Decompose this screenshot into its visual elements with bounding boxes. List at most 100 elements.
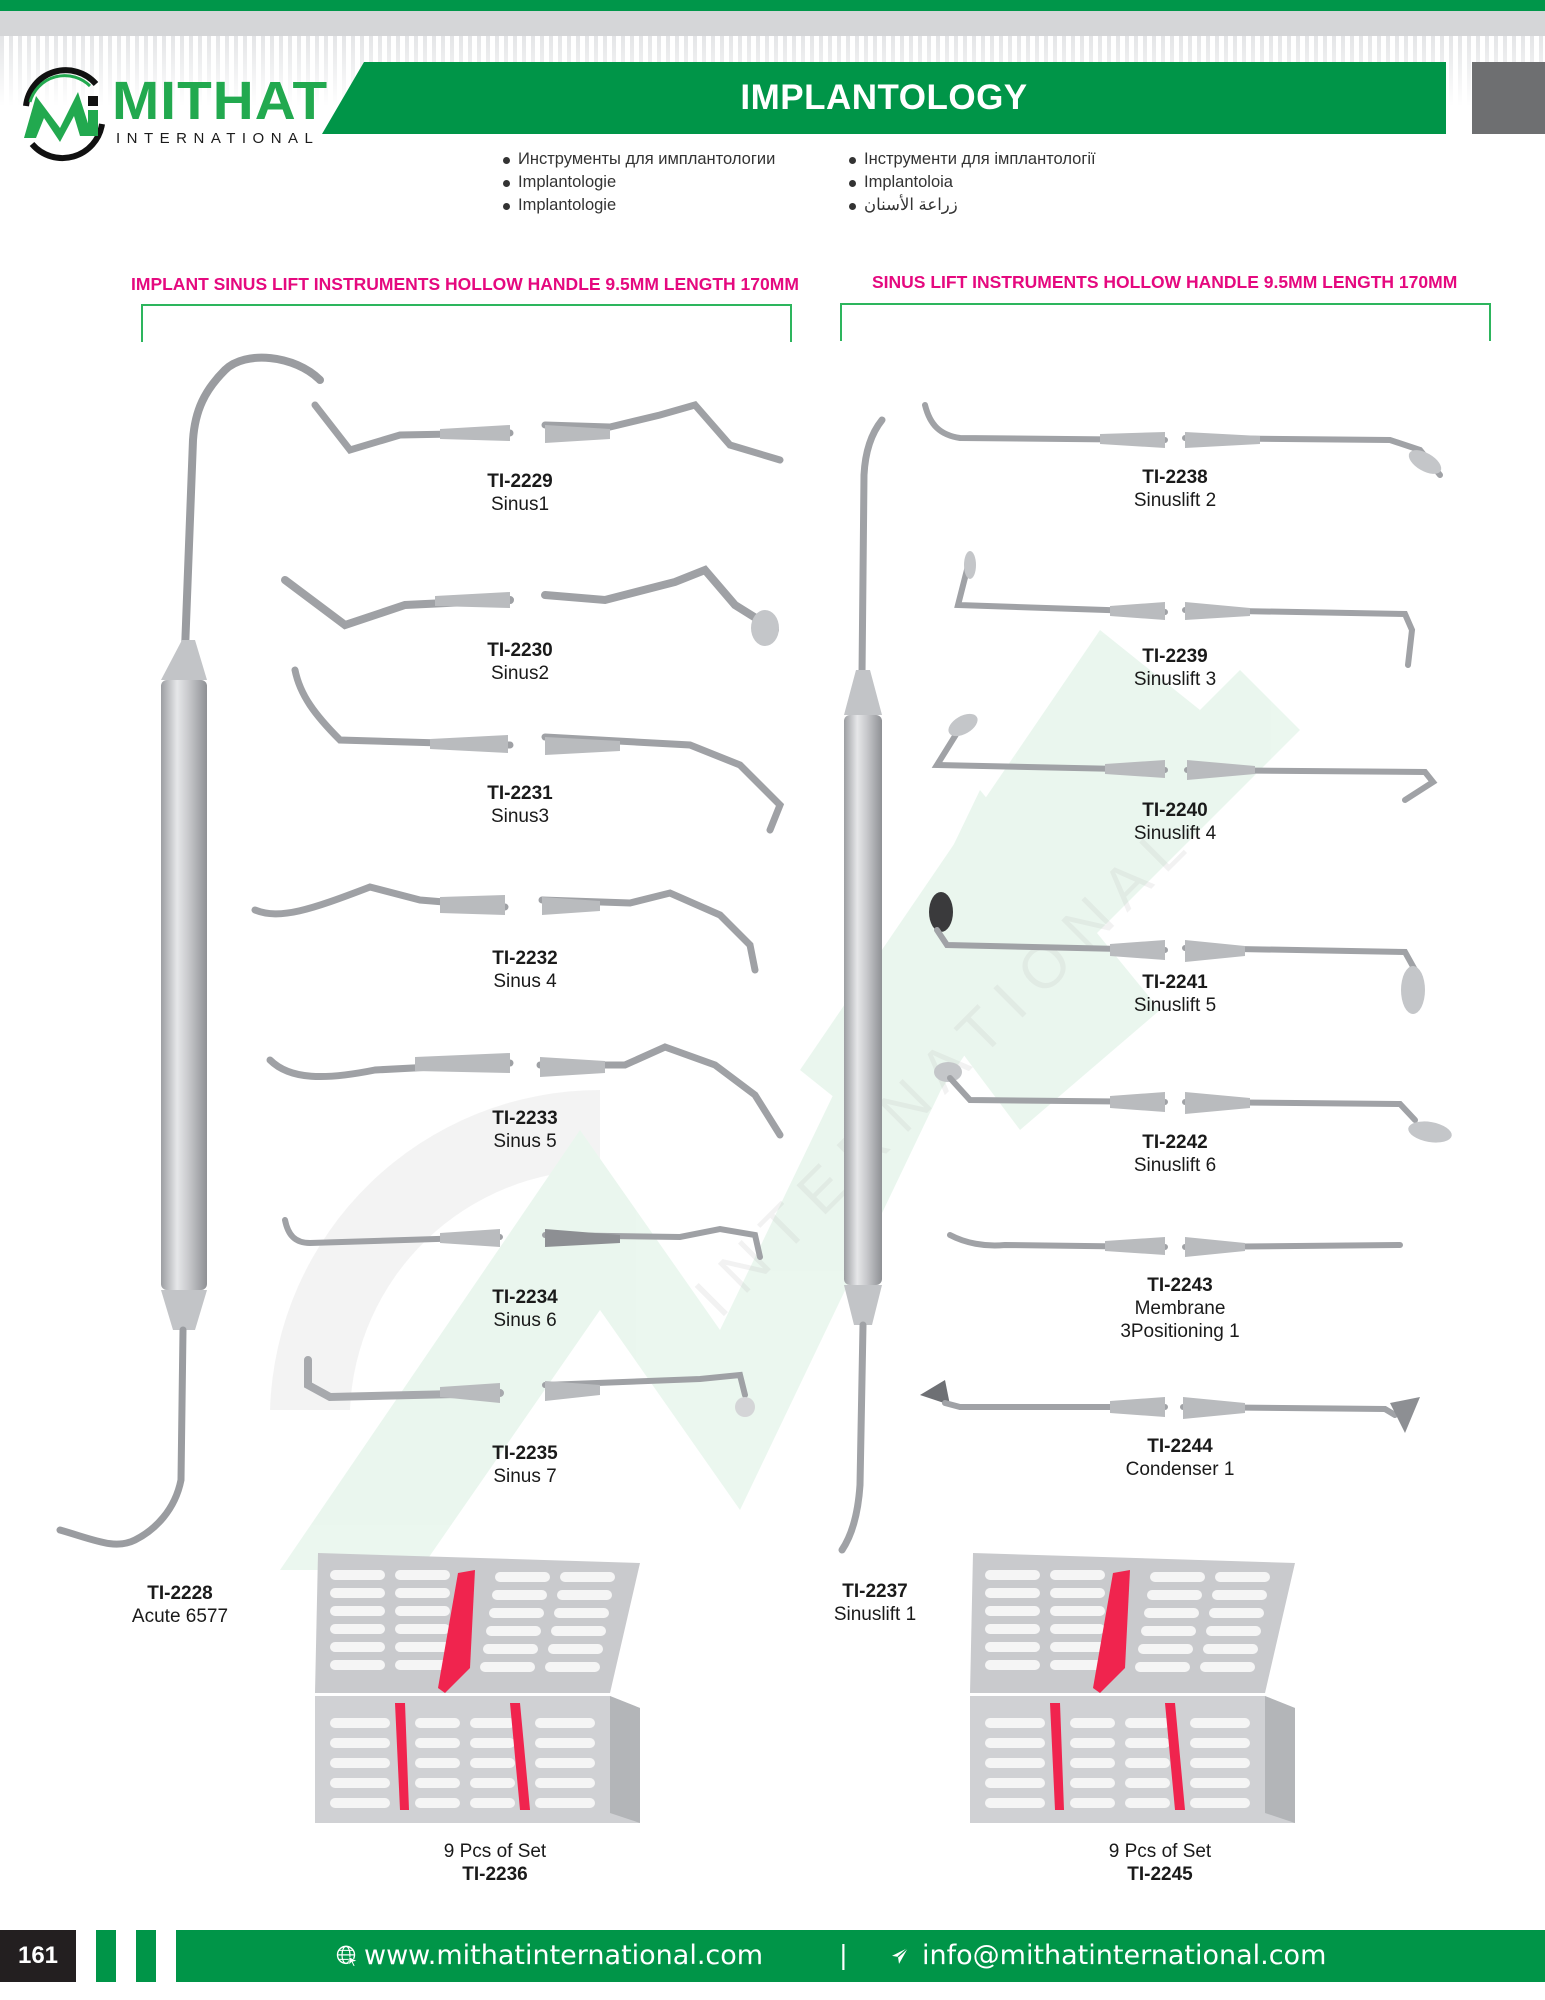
product-name: Sinus 5 [493, 1131, 557, 1152]
product-label-ti-2230: TI-2230 Sinus2 [470, 639, 570, 685]
product-name: Sinuslift 4 [1133, 823, 1217, 844]
product-name: Sinus3 [490, 806, 550, 827]
cassette-ti-2245-image [970, 1553, 1295, 1823]
set-label-ti-2245: 9 Pcs of Set TI-2245 [1095, 1840, 1225, 1886]
product-name: Condenser 1 [1125, 1459, 1235, 1480]
product-code: TI-2232 [492, 948, 558, 969]
page-number: 161 [0, 1930, 76, 1982]
product-code: TI-2233 [492, 1108, 558, 1129]
instrument-ti-2238-image [922, 402, 1443, 478]
logo-wordmark: MITHAT [112, 71, 329, 131]
page-title: IMPLANTOLOGY [740, 78, 1028, 117]
product-label-ti-2231: TI-2231 Sinus3 [470, 782, 570, 828]
translation-item: زراعة الأسنان [848, 194, 1096, 217]
top-green-bar [0, 0, 1545, 11]
email-link[interactable]: info@mithatinternational.com [922, 1939, 1327, 1971]
translation-item: Implantologie [502, 194, 775, 217]
translations-list-1: Инструменты для имплантологии Implantolo… [502, 148, 775, 217]
product-code: TI-2235 [492, 1443, 558, 1464]
product-name: Sinus1 [490, 494, 550, 515]
section-1-title: IMPLANT SINUS LIFT INSTRUMENTS HOLLOW HA… [131, 274, 799, 294]
instrument-ti-2240-image [931, 713, 1438, 803]
footer-accent-bar-2 [136, 1930, 156, 1982]
instrument-ti-2241-image [929, 892, 1425, 1014]
product-code: TI-2230 [487, 640, 553, 661]
instrument-ti-2237-image [838, 416, 886, 1554]
instrument-ti-2242-image [934, 1062, 1452, 1143]
instrument-ti-2234-image [282, 1217, 763, 1260]
product-label-ti-2228: TI-2228 Acute 6577 [110, 1582, 250, 1628]
logo-emblem-icon [23, 67, 105, 162]
instrument-ti-2233-image [266, 1043, 784, 1139]
footer-contact-bar: www.mithatinternational.com | info@mitha… [176, 1930, 1545, 1982]
product-label-ti-2238: TI-2238 Sinuslift 2 [1120, 466, 1230, 512]
product-code: TI-2243 [1147, 1275, 1213, 1296]
instrument-ti-2243-image [947, 1232, 1403, 1257]
product-code: TI-2240 [1142, 800, 1208, 821]
product-label-ti-2239: TI-2239 Sinuslift 3 [1120, 645, 1230, 691]
cassette-ti-2236-image [315, 1553, 640, 1823]
product-label-ti-2237: TI-2237 Sinuslift 1 [820, 1580, 930, 1626]
product-name: Sinuslift 1 [833, 1604, 917, 1625]
product-label-ti-2242: TI-2242 Sinuslift 6 [1120, 1131, 1230, 1177]
globe-icon [336, 1945, 358, 1967]
set-code: TI-2236 [462, 1864, 528, 1885]
product-name: Sinus 7 [493, 1466, 557, 1487]
product-name: Sinuslift 3 [1133, 669, 1217, 690]
instrument-ti-2244-image [920, 1380, 1420, 1433]
product-name: Sinus2 [490, 663, 550, 684]
translation-item: Implantoloia [848, 171, 1096, 194]
product-code: TI-2228 [147, 1583, 213, 1604]
translation-item: Implantologie [502, 171, 775, 194]
product-name-line2: 3Positioning 1 [1120, 1321, 1240, 1342]
footer-accent-bar-1 [96, 1930, 116, 1982]
product-code: TI-2231 [487, 783, 553, 804]
product-name: Sinus 6 [493, 1310, 557, 1331]
top-grey-band [0, 11, 1545, 36]
section-2-title: SINUS LIFT INSTRUMENTS HOLLOW HANDLE 9.5… [872, 272, 1458, 292]
instrument-ti-2231-image [291, 666, 785, 834]
footer-email[interactable]: info@mithatinternational.com [890, 1940, 1326, 1971]
instrument-ti-2239-image [954, 551, 1416, 668]
footer-website[interactable]: www.mithatinternational.com [336, 1940, 763, 1971]
product-name: Sinuslift 2 [1133, 490, 1217, 511]
product-code: TI-2234 [492, 1287, 558, 1308]
translation-item: Інструменти для імплантології [848, 148, 1096, 171]
product-label-ti-2229: TI-2229 Sinus1 [470, 470, 570, 516]
product-code: TI-2238 [1142, 467, 1208, 488]
product-code: TI-2242 [1142, 1132, 1208, 1153]
set-label: 9 Pcs of Set [1108, 1841, 1212, 1862]
set-label: 9 Pcs of Set [443, 1841, 547, 1862]
product-name: Sinus 4 [493, 971, 557, 992]
website-link[interactable]: www.mithatinternational.com [364, 1939, 764, 1971]
section-2-bracket [840, 303, 1491, 341]
product-label-ti-2241: TI-2241 Sinuslift 5 [1120, 971, 1230, 1017]
instrument-ti-2235-image [304, 1356, 755, 1417]
product-code: TI-2244 [1147, 1436, 1213, 1457]
set-code: TI-2245 [1127, 1864, 1193, 1885]
footer-separator: | [839, 1940, 848, 1971]
product-label-ti-2233: TI-2233 Sinus 5 [470, 1107, 580, 1153]
product-code: TI-2241 [1142, 972, 1208, 993]
product-name: Acute 6577 [131, 1606, 229, 1627]
product-name: Sinuslift 6 [1133, 1155, 1217, 1176]
product-label-ti-2244: TI-2244 Condenser 1 [1105, 1435, 1255, 1481]
product-code: TI-2237 [842, 1581, 908, 1602]
instrument-ti-2230-image [281, 565, 779, 646]
product-name: Sinuslift 5 [1133, 995, 1217, 1016]
section-1-bracket [141, 304, 792, 342]
instrument-ti-2229-image [311, 401, 784, 464]
set-label-ti-2236: 9 Pcs of Set TI-2236 [430, 1840, 560, 1886]
product-label-ti-2235: TI-2235 Sinus 7 [470, 1442, 580, 1488]
instrument-ti-2228-image [56, 353, 324, 1548]
product-label-ti-2240: TI-2240 Sinuslift 4 [1120, 799, 1230, 845]
instrument-ti-2232-image [251, 883, 759, 974]
brand-logo: MITHAT INTERNATIONAL [16, 66, 327, 162]
paper-plane-icon [892, 1946, 909, 1964]
product-code: TI-2229 [487, 471, 553, 492]
translations-list-2: Інструменти для імплантології Implantolo… [848, 148, 1096, 217]
product-name: Membrane [1134, 1298, 1226, 1319]
translation-item: Инструменты для имплантологии [502, 148, 775, 171]
product-label-ti-2234: TI-2234 Sinus 6 [470, 1286, 580, 1332]
logo-subtitle: INTERNATIONAL [116, 130, 320, 147]
